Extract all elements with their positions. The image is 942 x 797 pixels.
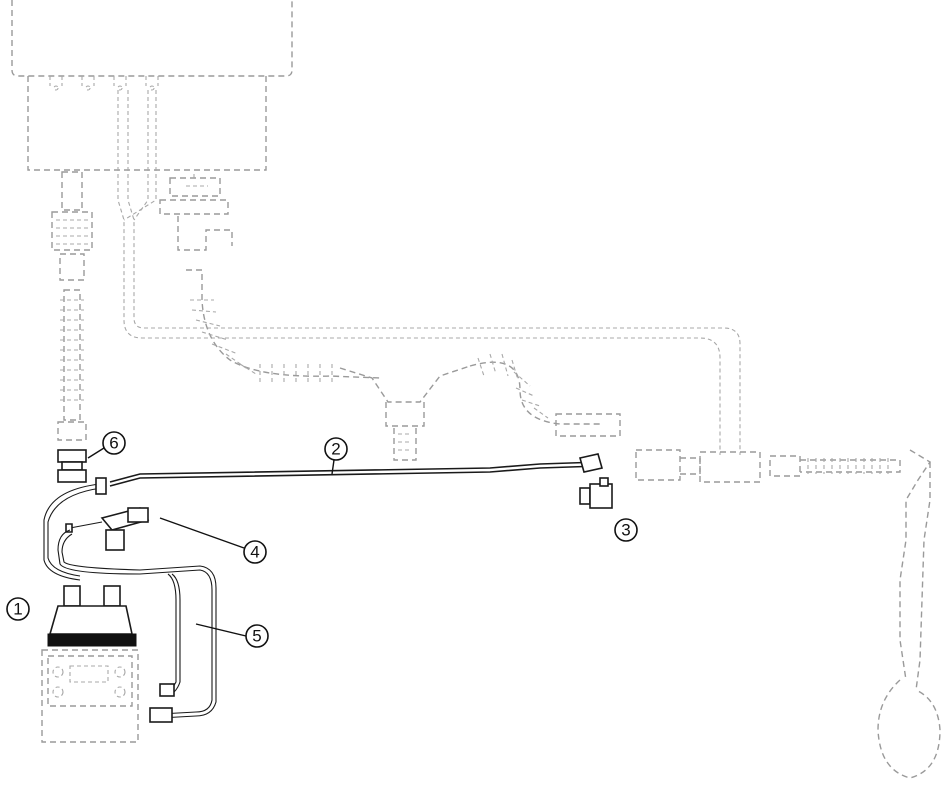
expiratory-valve-block bbox=[159, 174, 233, 251]
ventilator-housing bbox=[11, 0, 293, 77]
controller-base bbox=[41, 649, 139, 743]
part-2-sampling-tube bbox=[43, 453, 604, 581]
sampling-line-outer bbox=[117, 90, 721, 455]
background-equipment bbox=[11, 0, 941, 779]
callout-3: 3 bbox=[614, 518, 638, 542]
part-1-sensor-unit bbox=[47, 585, 137, 647]
sampling-line-inner bbox=[127, 90, 741, 455]
callout-5: 5 bbox=[195, 623, 269, 648]
svg-text:6: 6 bbox=[109, 434, 118, 453]
svg-text:3: 3 bbox=[621, 521, 630, 540]
test-lung bbox=[877, 449, 941, 779]
svg-text:4: 4 bbox=[250, 543, 259, 562]
ventilator-lower-panel bbox=[27, 76, 267, 171]
humidifier-connector bbox=[635, 449, 901, 483]
part-4-t-connector bbox=[65, 507, 150, 551]
svg-text:2: 2 bbox=[331, 440, 340, 459]
callout-4: 4 bbox=[159, 517, 267, 564]
inspiratory-hose bbox=[469, 361, 600, 425]
part-5-tubing bbox=[57, 529, 217, 723]
part-6-adapter bbox=[57, 449, 87, 483]
ventilator-ports bbox=[49, 76, 159, 91]
svg-text:1: 1 bbox=[13, 600, 22, 619]
svg-text:5: 5 bbox=[252, 627, 261, 646]
callout-1: 1 bbox=[6, 597, 30, 621]
callout-2: 2 bbox=[324, 437, 348, 475]
left-hose bbox=[51, 171, 93, 441]
expiratory-hose bbox=[186, 269, 381, 379]
y-piece bbox=[339, 365, 471, 461]
highlighted-parts bbox=[43, 449, 613, 723]
part-3-connector bbox=[579, 477, 613, 509]
callouts: 1 2 3 4 5 6 bbox=[6, 431, 638, 648]
callout-6: 6 bbox=[87, 431, 126, 459]
